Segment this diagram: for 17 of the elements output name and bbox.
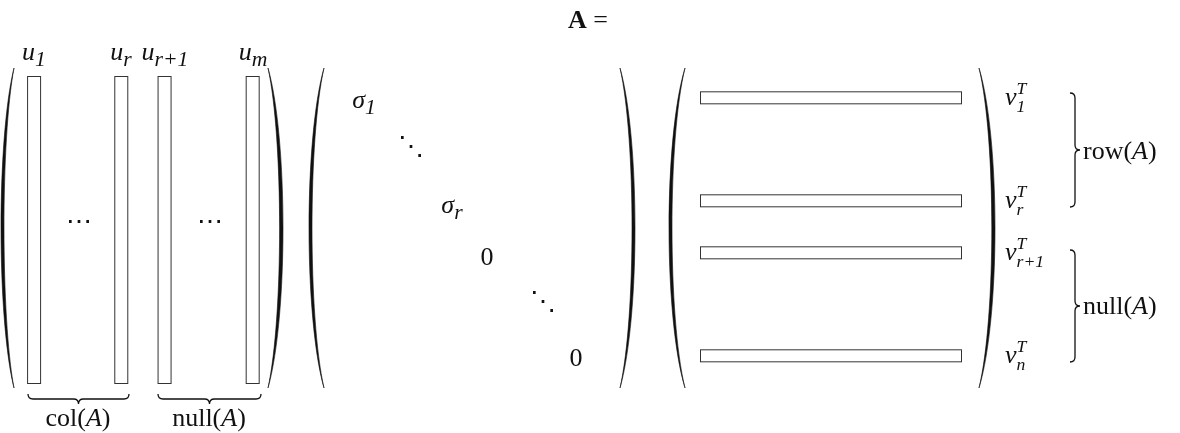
ellipsis: ⋱ [530,287,556,317]
vector-label: u$_{r}$ [110,38,132,72]
equation-title: A = [568,5,608,35]
ellipsis: ⋱ [398,132,424,162]
vector-label: u$_{m}$ [238,38,268,72]
subspace-label: col(A) [45,403,111,433]
matrix-entry: 0 [480,242,494,272]
subspace-label: null(A) [1083,291,1157,321]
vector-label: u$_{1}$ [22,38,46,72]
ellipsis: ⋯ [66,207,92,237]
matrix-entry: σ$_{1}$ [352,86,376,120]
matrix-entry: σ$_{r}$ [441,191,463,225]
subspace-label: row(A) [1083,136,1157,166]
ellipsis: ⋯ [197,207,223,237]
matrix-entry: 0 [569,343,583,373]
subspace-label: null(A) [172,403,246,433]
vector-label: u$_{r+1}$ [141,38,189,72]
